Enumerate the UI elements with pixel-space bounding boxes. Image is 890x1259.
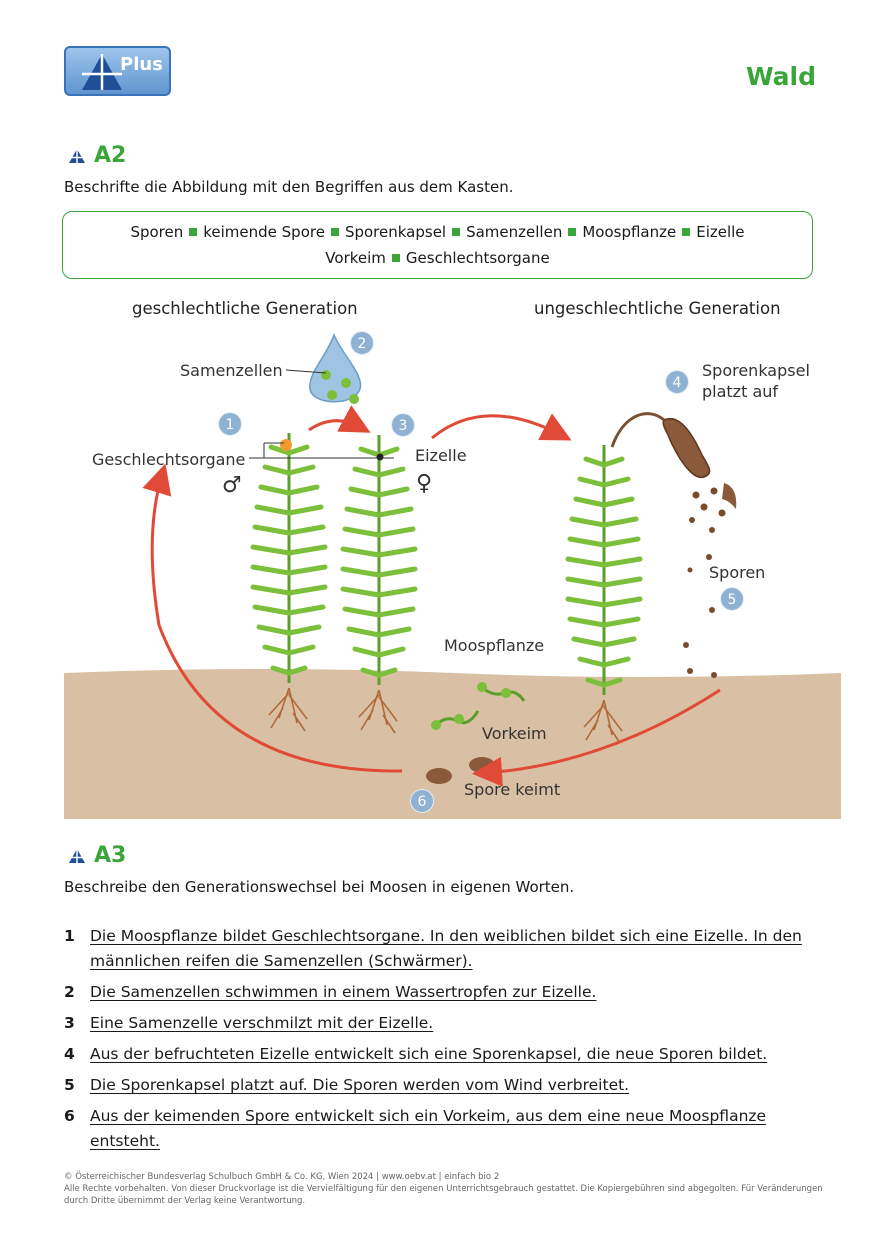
label-vorkeim: Vorkeim [482, 724, 547, 743]
step-badge-6: 6 [410, 789, 434, 813]
green-square-icon [391, 254, 400, 262]
word: Eizelle [696, 223, 745, 241]
answer-text: Aus der keimenden Spore entwickelt sich … [90, 1107, 767, 1150]
answer-number: 4 [64, 1045, 75, 1063]
answer-text: Aus der befruchteten Eizelle entwickelt … [90, 1045, 768, 1063]
green-square-icon [682, 228, 691, 236]
word: Sporen [130, 223, 184, 241]
answer-number: 2 [64, 983, 75, 1001]
answer-item: 1 Die Moospflanze bildet Geschlechtsorga… [64, 924, 824, 974]
answer-item: 3 Eine Samenzelle verschmilzt mit der Ei… [64, 1011, 824, 1036]
step-badge-4: 4 [665, 370, 689, 394]
answer-item: 5 Die Sporenkapsel platzt auf. Die Spore… [64, 1073, 824, 1098]
female-symbol: ♀ [416, 471, 433, 496]
green-square-icon [330, 228, 339, 236]
word: Geschlechtsorgane [405, 249, 550, 267]
figure-illustration [64, 333, 841, 819]
answer-list: 1 Die Moospflanze bildet Geschlechtsorga… [64, 924, 824, 1160]
heading-asexual-generation: ungeschlechtliche Generation [534, 299, 781, 318]
heading-sexual-generation: geschlechtliche Generation [132, 299, 358, 318]
answer-item: 4 Aus der befruchteten Eizelle entwickel… [64, 1042, 824, 1067]
label-moospflanze: Moospflanze [444, 636, 545, 655]
label-spore-keimt: Spore keimt [464, 780, 561, 799]
footer-rights: Alle Rechte vorbehalten. Von dieser Druc… [64, 1184, 823, 1206]
step-badge-1: 1 [218, 412, 242, 436]
word: Moospflanze [582, 223, 677, 241]
label-sporenkapsel: Sporenkapsel [702, 361, 810, 380]
label-platzt-auf: platzt auf [702, 382, 779, 401]
footer-copyright: © Österreichischer Bundesverlag Schulbuc… [64, 1172, 500, 1182]
word-box-line-2: Vorkeim Geschlechtsorgane [63, 245, 812, 271]
green-square-icon [452, 228, 461, 236]
task-label: A3 [94, 843, 127, 868]
triangle-icon [69, 848, 85, 863]
task-label: A2 [94, 143, 127, 168]
answer-text: Eine Samenzelle verschmilzt mit der Eize… [90, 1014, 434, 1032]
green-square-icon [189, 228, 198, 236]
word-box: Sporen keimende Spore Sporenkapsel Samenzel… [62, 211, 813, 279]
task-a3-instruction: Beschreibe den Generationswechsel bei Mo… [64, 878, 575, 896]
step-badge-5: 5 [720, 587, 744, 611]
task-a3-heading: A3 [68, 843, 126, 868]
word: Samenzellen [466, 223, 563, 241]
green-square-icon [568, 228, 577, 236]
answer-number: 6 [64, 1107, 75, 1125]
brand-logo: Plus [64, 46, 171, 96]
word: Vorkeim [325, 249, 386, 267]
answer-text: Die Moospflanze bildet Geschlechtsorgane… [90, 924, 802, 974]
answer-number: 1 [64, 927, 75, 945]
label-samenzellen: Samenzellen [180, 361, 283, 380]
logo-text: Plus [120, 54, 163, 75]
answer-text-line: männlichen reifen die Samenzellen (Schwä… [90, 952, 473, 970]
triangle-logo-icon [82, 54, 122, 90]
answer-item: 6 Aus der keimenden Spore entwickelt sic… [64, 1104, 824, 1154]
page-title: Wald [745, 62, 816, 91]
label-eizelle: Eizelle [415, 446, 467, 465]
task-a2-instruction: Beschrifte die Abbildung mit den Begriff… [64, 178, 514, 196]
step-badge-2: 2 [350, 331, 374, 355]
moss-life-cycle-figure: geschlechtliche Generation ungeschlechtl… [64, 295, 841, 819]
label-sporen: Sporen [709, 563, 766, 582]
answer-text: Die Sporenkapsel platzt auf. Die Sporen … [90, 1076, 630, 1094]
male-symbol: ♂ [222, 473, 242, 498]
answer-number: 3 [64, 1014, 75, 1032]
footer: © Österreichischer Bundesverlag Schulbuc… [64, 1171, 824, 1207]
label-geschlechtsorgane: Geschlechtsorgane [92, 450, 246, 469]
word: keimende Spore [203, 223, 325, 241]
answer-item: 2 Die Samenzellen schwimmen in einem Was… [64, 980, 824, 1005]
answer-text-line: Die Moospflanze bildet Geschlechtsorgane… [90, 927, 802, 945]
answer-text: Die Samenzellen schwimmen in einem Wasse… [90, 983, 597, 1001]
word-box-line-1: Sporen keimende Spore Sporenkapsel Samenzel… [63, 219, 812, 245]
step-badge-3: 3 [391, 413, 415, 437]
task-a2-heading: A2 [68, 143, 126, 168]
triangle-icon [69, 148, 85, 163]
word: Sporenkapsel [344, 223, 447, 241]
answer-number: 5 [64, 1076, 75, 1094]
